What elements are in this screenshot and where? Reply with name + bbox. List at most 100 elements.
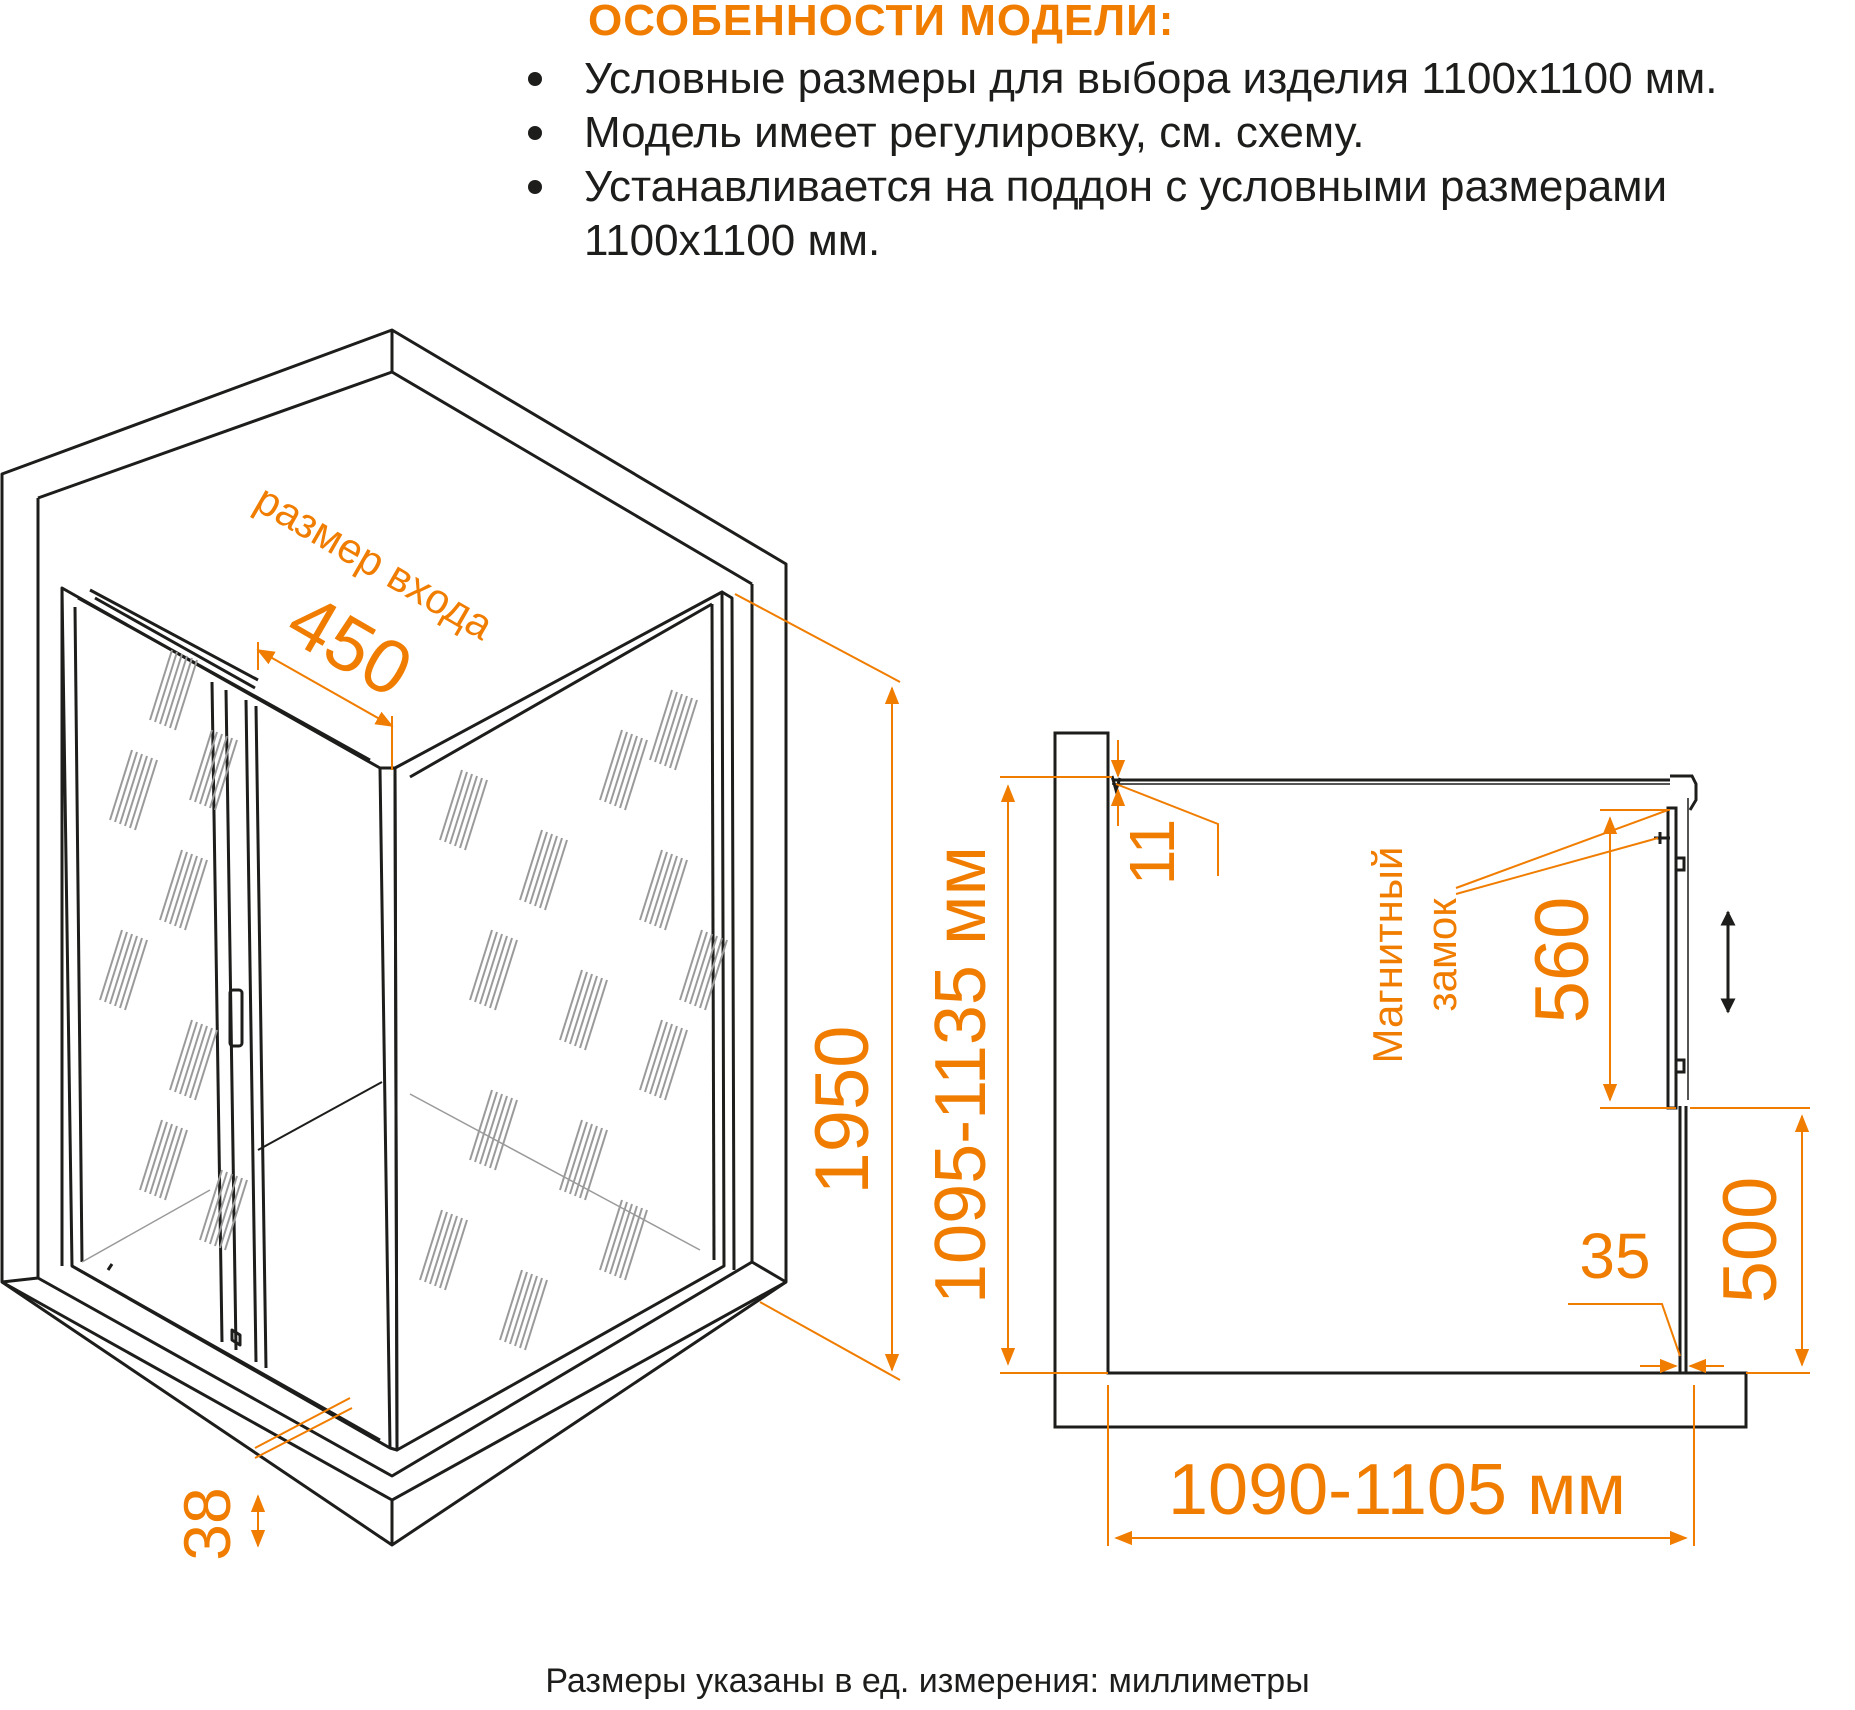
hatch-stroke	[109, 933, 133, 1005]
bullet-icon	[528, 72, 542, 86]
features-title: ОСОБЕННОСТИ МОДЕЛИ:	[588, 0, 1175, 45]
hatch-stroke	[204, 1171, 228, 1243]
hatch-stroke	[184, 859, 208, 931]
hatch-stroke	[514, 1275, 538, 1347]
hatch-stroke	[659, 857, 683, 929]
hatch-stroke	[124, 755, 148, 827]
hatch-stroke	[649, 689, 673, 761]
profile-width-value: 35	[1579, 1220, 1650, 1292]
hatch-stroke	[154, 1125, 178, 1197]
hatch-stroke	[704, 939, 728, 1011]
hatch-stroke	[119, 937, 143, 1009]
hatch-stroke	[159, 849, 183, 921]
hatch-stroke	[194, 731, 218, 803]
hatch-stroke	[174, 855, 198, 927]
hatch-stroke	[434, 1215, 458, 1287]
hatch-stroke	[464, 779, 488, 851]
hatch-stroke	[609, 733, 633, 805]
hatch-stroke	[444, 771, 468, 843]
feature-item: Модель имеет регулировку, см. схему.	[520, 106, 1850, 160]
hatch-stroke	[644, 1021, 668, 1093]
hatch-stroke	[569, 1123, 593, 1195]
wall-gap-value: 11	[1116, 819, 1188, 885]
hatch-stroke	[674, 699, 698, 771]
hatch-stroke	[164, 1129, 188, 1201]
feature-item: Устанавливается на поддон с условными ра…	[520, 160, 1850, 268]
upper-segment-value: 560	[1520, 897, 1605, 1024]
hatch-stroke	[449, 773, 473, 845]
hatch-stroke	[149, 1123, 173, 1195]
hatch-stroke	[649, 1023, 673, 1095]
hatch-stroke	[599, 1199, 623, 1271]
hatch-stroke	[169, 853, 193, 925]
hatch-stroke	[179, 1023, 203, 1095]
hatch-stroke	[164, 851, 188, 923]
hatch-stroke	[174, 659, 198, 731]
hatch-stroke	[499, 1269, 523, 1341]
hatch-stroke	[609, 1203, 633, 1275]
hatch-stroke	[474, 931, 498, 1003]
hatch-stroke	[494, 939, 518, 1011]
hatch-stroke	[664, 1029, 688, 1101]
hatch-stroke	[659, 1027, 683, 1099]
hatch-stroke	[469, 929, 493, 1001]
lock-label-line2: замок	[1418, 898, 1465, 1012]
hatch-stroke	[584, 1129, 608, 1201]
hatch-stroke	[684, 931, 708, 1003]
hatch-stroke	[149, 649, 173, 721]
hatch-stroke	[179, 857, 203, 929]
hatch-stroke	[144, 1121, 168, 1193]
lower-segment-value: 500	[1708, 1177, 1793, 1304]
features-list: Условные размеры для выбора изделия 1100…	[520, 52, 1850, 268]
hatch-stroke	[649, 853, 673, 925]
hatch-stroke	[214, 739, 238, 811]
hatch-stroke	[604, 731, 628, 803]
hatch-stroke	[174, 1021, 198, 1093]
hatch-stroke	[579, 977, 603, 1049]
hatch-stroke	[209, 1173, 233, 1245]
bullet-icon	[528, 180, 542, 194]
hatch-stroke	[459, 777, 483, 849]
hatch-stroke	[639, 1019, 663, 1091]
hatch-stroke	[574, 1125, 598, 1197]
hatch-stroke	[624, 739, 648, 811]
hatch-stroke	[619, 737, 643, 809]
hatch-stroke	[614, 1205, 638, 1277]
hatch-stroke	[559, 969, 583, 1041]
hatch-stroke	[194, 1029, 218, 1101]
hatch-stroke	[219, 1177, 243, 1249]
adjust-range-value: 1095-1135 мм	[921, 846, 1001, 1304]
hatch-stroke	[654, 855, 678, 927]
hatch-stroke	[664, 859, 688, 931]
width-range-value: 1090-1105 мм	[1168, 1450, 1626, 1530]
hatch-stroke	[544, 839, 568, 911]
hatch-stroke	[569, 973, 593, 1045]
hatch-stroke	[189, 1027, 213, 1099]
feature-item: Условные размеры для выбора изделия 1100…	[520, 52, 1850, 106]
hatch-stroke	[644, 851, 668, 923]
plan-dimensions	[1000, 740, 1810, 1546]
hatch-stroke	[564, 1121, 588, 1193]
hatch-stroke	[524, 831, 548, 903]
plan-view	[1053, 731, 1748, 1429]
hatch-stroke	[689, 933, 713, 1005]
hatch-stroke	[109, 749, 133, 821]
hatch-stroke	[624, 1209, 648, 1281]
hatch-stroke	[99, 929, 123, 1001]
hatch-stroke	[489, 937, 513, 1009]
hatch-stroke	[159, 653, 183, 725]
hatch-stroke	[584, 979, 608, 1051]
glass-hatching	[99, 649, 728, 1351]
hatch-stroke	[474, 1091, 498, 1163]
hatch-stroke	[484, 935, 508, 1007]
hatch-stroke	[424, 1211, 448, 1283]
hatch-stroke	[119, 753, 143, 825]
hatch-stroke	[154, 651, 178, 723]
hatch-stroke	[199, 1169, 223, 1241]
hatch-stroke	[669, 697, 693, 769]
hatch-stroke	[124, 939, 148, 1011]
hatch-stroke	[654, 691, 678, 763]
bullet-icon	[528, 126, 542, 140]
footer-note: Размеры указаны в ед. измерения: миллиме…	[545, 1662, 1310, 1700]
